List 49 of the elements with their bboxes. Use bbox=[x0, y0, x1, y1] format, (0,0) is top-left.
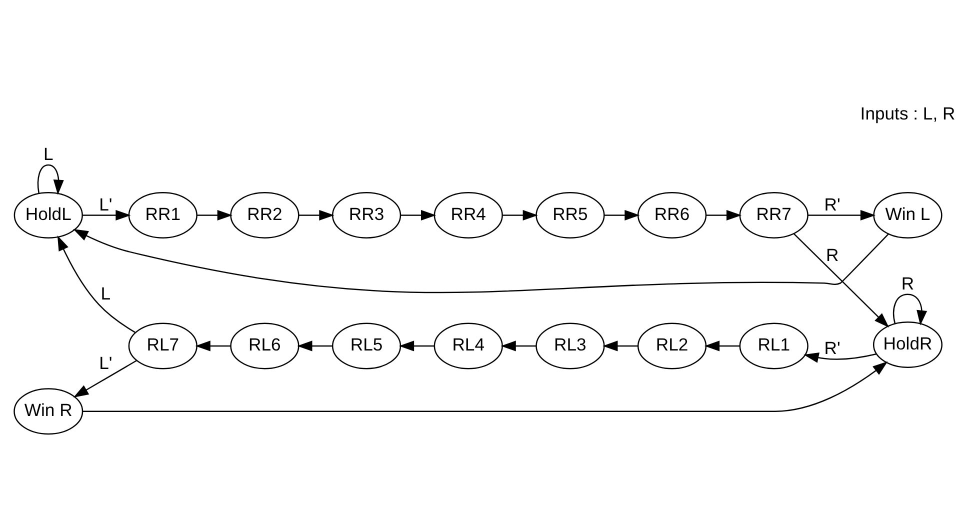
node-ellipse: RR6 bbox=[637, 191, 707, 238]
arrow bbox=[502, 209, 538, 220]
arrow bbox=[195, 340, 231, 351]
edge-label: L bbox=[43, 144, 54, 164]
arrow bbox=[893, 293, 928, 325]
arrow bbox=[704, 340, 740, 351]
arrow bbox=[73, 228, 889, 292]
node-ellipse: RL2 bbox=[637, 322, 707, 369]
arrow bbox=[604, 209, 640, 220]
edge-label: R bbox=[826, 244, 839, 264]
arrow bbox=[73, 359, 138, 397]
node-ellipse: RL4 bbox=[434, 322, 503, 369]
edge-label: R' bbox=[824, 337, 840, 358]
arrow bbox=[82, 360, 888, 412]
arrow bbox=[602, 340, 638, 351]
edge-label: R bbox=[901, 273, 914, 294]
arrow bbox=[82, 209, 131, 220]
arrow bbox=[57, 235, 136, 332]
edge-label: R' bbox=[824, 194, 840, 214]
node-ellipse: RL3 bbox=[536, 322, 605, 369]
node-ellipse: RR2 bbox=[230, 191, 300, 238]
node-ellipse: RR5 bbox=[536, 191, 605, 238]
arrow bbox=[398, 340, 434, 351]
arrow bbox=[500, 340, 536, 351]
arrow bbox=[794, 232, 890, 328]
node-ellipse: RL6 bbox=[230, 322, 300, 369]
node-ellipse: Win L bbox=[873, 191, 942, 238]
node-ellipse: Win R bbox=[14, 388, 84, 434]
node-ellipse: HoldL bbox=[14, 191, 83, 238]
edge-label: L bbox=[100, 283, 111, 304]
edge-label: L' bbox=[99, 194, 112, 214]
arrow bbox=[37, 164, 64, 194]
node-ellipse: RR7 bbox=[739, 191, 808, 238]
arrow bbox=[804, 352, 877, 362]
node-ellipse: HoldR bbox=[872, 320, 943, 368]
node-ellipse: RL7 bbox=[128, 322, 198, 369]
arrow bbox=[706, 209, 742, 220]
node-ellipse: RR1 bbox=[128, 191, 198, 238]
node-ellipse: RR4 bbox=[434, 191, 503, 238]
arrow bbox=[297, 340, 332, 351]
label: Inputs : L, R bbox=[860, 102, 956, 123]
arrow bbox=[808, 209, 876, 220]
arrow bbox=[197, 209, 232, 220]
node-ellipse: RL1 bbox=[739, 322, 808, 369]
node-ellipse: RR3 bbox=[332, 191, 402, 238]
arrow bbox=[299, 209, 334, 220]
edge-label: L' bbox=[99, 352, 112, 372]
arrow bbox=[400, 209, 436, 220]
node-ellipse: RL5 bbox=[332, 322, 402, 369]
